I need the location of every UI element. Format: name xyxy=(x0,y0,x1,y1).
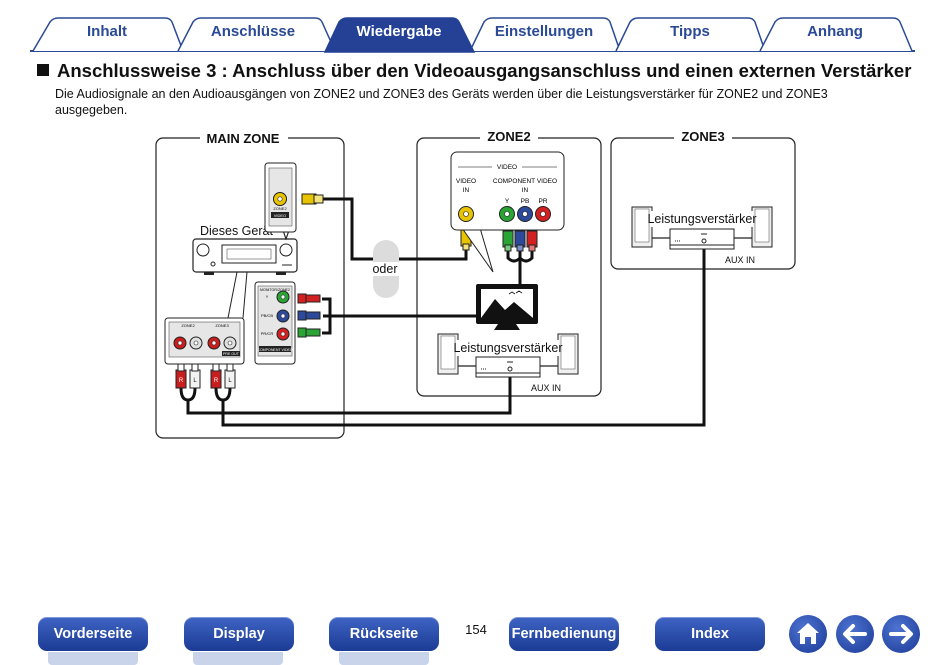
tab-bar: Inhalt Anschlüsse Wiedergabe Einstellung… xyxy=(0,0,950,56)
tab-einstellungen[interactable]: Einstellungen xyxy=(494,23,594,40)
plug-r-1: R xyxy=(179,378,184,384)
audio-preout-text: PRE OUT xyxy=(223,352,240,356)
panel-component-text: COMPONENT VIDEO xyxy=(257,348,293,352)
receiver-device: Dieses Gerät xyxy=(192,224,298,275)
rear-component-panel: MONITOR/ZONE2 Y PB/CB PR/CR COMPONENT VI… xyxy=(254,281,296,365)
index-button[interactable]: Index xyxy=(655,617,765,651)
audio-plugs: R L R L xyxy=(175,363,236,389)
zone3-label: ZONE3 xyxy=(681,129,724,144)
cables xyxy=(179,197,706,427)
tv-video-in-line2: IN xyxy=(463,187,470,194)
back-button[interactable] xyxy=(836,615,874,653)
tv-pr-label: PR xyxy=(538,198,547,205)
zone3-box: ZONE3 xyxy=(610,129,796,270)
rear-preout-panel: ZONE2 ZONE3 PRE OUT xyxy=(164,317,245,365)
tv-component-line2: IN xyxy=(522,187,529,194)
tv-component-line1: COMPONENT VIDEO xyxy=(493,178,557,185)
panel-y-text: Y xyxy=(266,294,269,299)
plug-l-2: L xyxy=(228,378,232,384)
tv-video-in-line1: VIDEO xyxy=(456,178,476,185)
nav-shadow-2 xyxy=(193,652,283,665)
device-label: Dieses Gerät xyxy=(200,224,273,238)
forward-button[interactable] xyxy=(882,615,920,653)
arrow-left-icon xyxy=(843,624,867,644)
nav-shadow-1 xyxy=(48,652,138,665)
zone2-label: ZONE2 xyxy=(487,129,530,144)
tab-wiedergabe[interactable]: Wiedergabe xyxy=(356,23,442,40)
arrow-right-icon xyxy=(889,624,913,644)
component-plugs-tv xyxy=(502,230,538,252)
rueckseite-button[interactable]: Rückseite xyxy=(329,617,439,651)
intro-paragraph: Die Audiosignale an den Audioausgängen v… xyxy=(55,87,828,117)
panel-monitor-text: MONITOR/ZONE2 xyxy=(260,288,290,292)
zone3-amp-label: Leistungsverstärker xyxy=(647,212,756,226)
nav-shadow-3 xyxy=(339,652,429,665)
bullet-square-icon xyxy=(37,64,49,76)
tab-shapes xyxy=(30,17,915,53)
audio-zone2-text: ZONE2 xyxy=(181,323,195,328)
component-plugs-main xyxy=(297,293,321,338)
fernbedienung-button[interactable]: Fernbedienung xyxy=(509,617,619,651)
tv-y-label: Y xyxy=(505,198,510,205)
zone3-aux-in: AUX IN xyxy=(725,255,755,265)
home-button[interactable] xyxy=(789,615,827,653)
zone2-amp-label: Leistungsverstärker xyxy=(453,341,562,355)
or-label: oder xyxy=(372,262,397,276)
yellow-video-plugs xyxy=(301,193,472,251)
page-title-text: Anschlussweise 3 : Anschluss über den Vi… xyxy=(57,60,912,81)
tv-icon xyxy=(476,284,538,330)
zone2-amplifier: Leistungsverstärker AUX IN xyxy=(437,333,579,393)
main-zone-box: MAIN ZONE xyxy=(155,130,345,439)
zone2-aux-in: AUX IN xyxy=(531,383,561,393)
tab-inhalt[interactable]: Inhalt xyxy=(87,23,127,40)
plug-l-1: L xyxy=(193,378,197,384)
panel-prcr-text: PR/CR xyxy=(261,331,274,336)
rear-zone2-video-panel: ZONE2 VIDEO xyxy=(264,162,297,233)
tv-input-panel: VIDEO VIDEO IN COMPONENT VIDEO IN Y PB P… xyxy=(450,151,565,273)
vorderseite-button[interactable]: Vorderseite xyxy=(38,617,148,651)
tv-video-header: VIDEO xyxy=(497,164,517,171)
audio-zone3-text: ZONE3 xyxy=(215,323,229,328)
tab-anhang[interactable]: Anhang xyxy=(807,23,863,40)
or-separator: oder xyxy=(355,240,415,298)
zone2-box: ZONE2 xyxy=(416,129,602,397)
panel-pbcb-text: PB/CB xyxy=(261,313,273,318)
main-zone-label: MAIN ZONE xyxy=(207,131,280,146)
panel-video-text: VIDEO xyxy=(274,213,286,218)
home-icon xyxy=(797,623,819,644)
tab-anschluesse[interactable]: Anschlüsse xyxy=(210,23,296,40)
display-button[interactable]: Display xyxy=(184,617,294,651)
page-number: 154 xyxy=(465,622,487,637)
tab-tipps[interactable]: Tipps xyxy=(670,23,710,40)
plug-r-2: R xyxy=(214,378,219,384)
page-title: Anschlussweise 3 : Anschluss über den Vi… xyxy=(37,60,917,82)
tv-pb-label: PB xyxy=(521,198,530,205)
zone3-amplifier: Leistungsverstärker AUX IN xyxy=(631,206,773,265)
panel-zone2-text: ZONE2 xyxy=(273,206,287,211)
